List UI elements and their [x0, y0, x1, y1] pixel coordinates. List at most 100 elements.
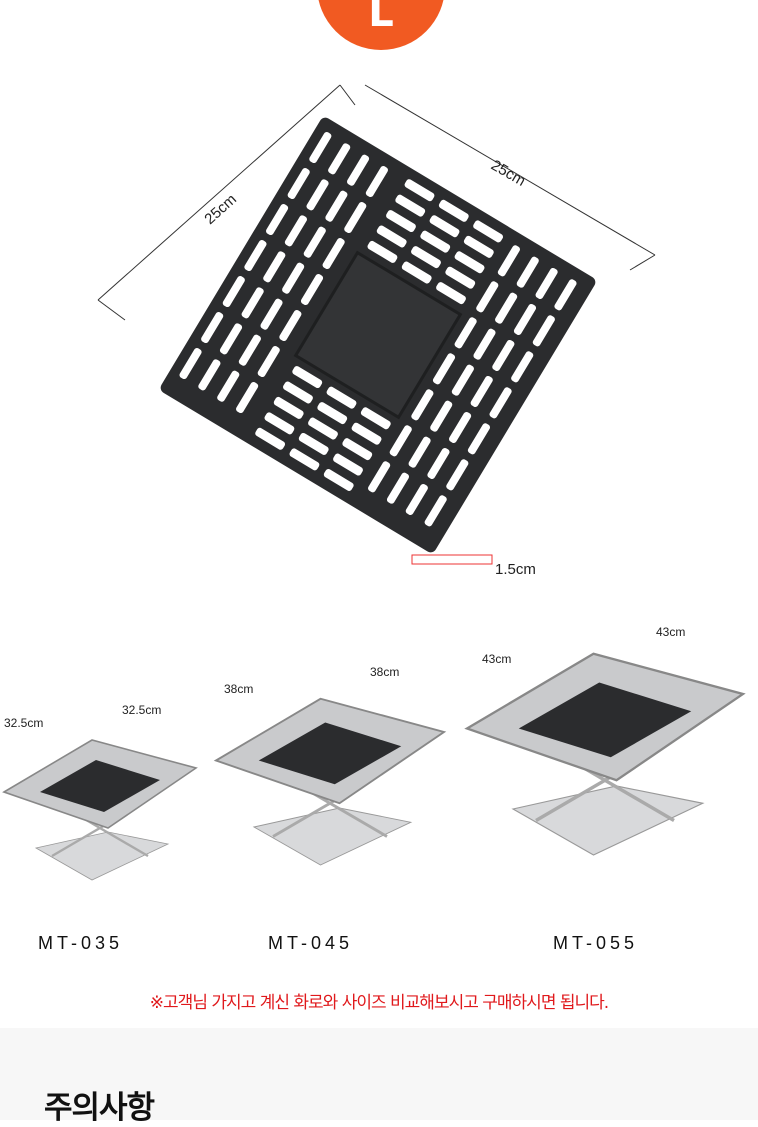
fire-pit-image	[213, 697, 447, 866]
model-label: MT-055	[553, 933, 639, 953]
grill-slot	[451, 364, 474, 396]
grill-slot	[308, 417, 338, 440]
grill-slot	[424, 495, 447, 527]
grill-slot	[325, 190, 348, 222]
grill-slot	[427, 447, 450, 480]
fire-pit-dimension-label: 43cm	[656, 625, 685, 639]
grill-slot	[411, 389, 434, 421]
grill-slot	[446, 459, 469, 491]
grill-slot	[454, 251, 485, 274]
grill-length-label: 25cm	[488, 157, 528, 190]
grill-slot	[401, 261, 432, 284]
grill-slot	[333, 453, 363, 476]
fire-pit-dimension-label: 38cm	[224, 682, 253, 696]
grill-slot	[298, 432, 329, 455]
grill-slot	[351, 422, 382, 445]
model-label: MT-035	[38, 933, 124, 953]
grill-slot	[264, 412, 295, 435]
size-compare-note: ※고객님 가지고 계신 화로와 사이즈 비교해보시고 구매하시면 됩니다.	[149, 993, 609, 1013]
grill-slot	[257, 345, 280, 378]
fire-pit-image	[2, 739, 198, 881]
grill-slot	[284, 215, 307, 247]
grill-slot	[489, 387, 512, 419]
grill-slot	[303, 226, 326, 258]
grill-slot	[344, 201, 367, 234]
grill-slot	[395, 194, 426, 217]
grill-slot	[454, 317, 477, 349]
grill-slot	[429, 215, 460, 238]
grill-slot	[449, 411, 472, 444]
grill-slot	[470, 375, 493, 408]
model-label: MT-045	[268, 933, 354, 953]
grill-slot	[438, 199, 469, 222]
fire-pit-dimension-label: 32.5cm	[4, 716, 43, 730]
grill-slot	[430, 400, 453, 432]
grill-slot	[238, 334, 261, 366]
grill-slot	[367, 240, 398, 263]
grill-slot	[292, 366, 323, 389]
grill-slot	[389, 425, 412, 457]
grill-slot	[492, 339, 515, 372]
grill-slot	[309, 132, 332, 164]
grill-slot	[342, 438, 373, 461]
grill-slot	[516, 256, 539, 288]
grill-slot	[346, 154, 370, 186]
grill-slot	[263, 251, 286, 283]
grill-slot	[273, 396, 304, 419]
caution-title: 주의사항	[44, 1090, 155, 1126]
grill-slot	[260, 298, 283, 330]
grill-slot	[198, 359, 221, 391]
grill-slot	[179, 348, 202, 380]
grill-slot	[511, 351, 534, 383]
grill-slot	[408, 436, 431, 468]
grill-slot	[365, 165, 388, 198]
grill-slot	[236, 381, 259, 414]
grill-slot	[376, 225, 407, 248]
grill-slot	[445, 266, 476, 289]
grill-slot	[283, 381, 313, 404]
grill-width-label: 25cm	[201, 191, 240, 228]
grill-slot	[535, 267, 558, 300]
grill-slot	[306, 179, 329, 211]
grill-slot	[473, 328, 496, 360]
grill-slot	[463, 235, 494, 258]
grill-slot	[255, 427, 286, 450]
grill-slot	[289, 448, 320, 471]
grill-slot	[360, 407, 391, 430]
size-badge-label: L	[368, 0, 394, 36]
fire-pit-dimension-label: 38cm	[370, 665, 399, 679]
grill-slot	[222, 276, 245, 308]
fire-pit-dimension-label: 32.5cm	[122, 703, 161, 717]
grill-slot	[244, 240, 267, 272]
grill-slot	[287, 168, 310, 200]
grill-slot	[328, 143, 351, 175]
grill-slot	[532, 315, 555, 347]
grill-plate-image	[160, 117, 596, 553]
grill-slot	[219, 323, 243, 355]
fire-pit-dimension-label: 43cm	[482, 652, 511, 666]
grill-thickness-label: 1.5cm	[495, 561, 536, 578]
caution-section: 주의사항	[0, 1028, 758, 1126]
grill-slot	[217, 370, 240, 402]
grill-slot	[497, 245, 520, 277]
grill-slot	[495, 292, 518, 324]
grill-slot	[282, 262, 305, 294]
grill-slot	[317, 402, 348, 425]
grill-slot	[554, 279, 577, 311]
grill-slot	[432, 353, 456, 385]
dimension-lines	[97, 84, 656, 565]
grill-slot	[279, 309, 302, 342]
grill-slot	[513, 303, 537, 336]
grill-slot	[322, 237, 345, 270]
grill-slot	[404, 179, 435, 202]
grill-slot	[476, 281, 499, 313]
grill-slot	[420, 230, 451, 253]
grill-slot	[326, 386, 357, 409]
grill-slot	[201, 312, 224, 344]
grill-slot	[473, 220, 503, 243]
grill-slot	[368, 461, 391, 493]
grill-slot	[467, 423, 491, 455]
fire-pit-image	[464, 652, 746, 856]
grill-slot	[241, 287, 264, 319]
